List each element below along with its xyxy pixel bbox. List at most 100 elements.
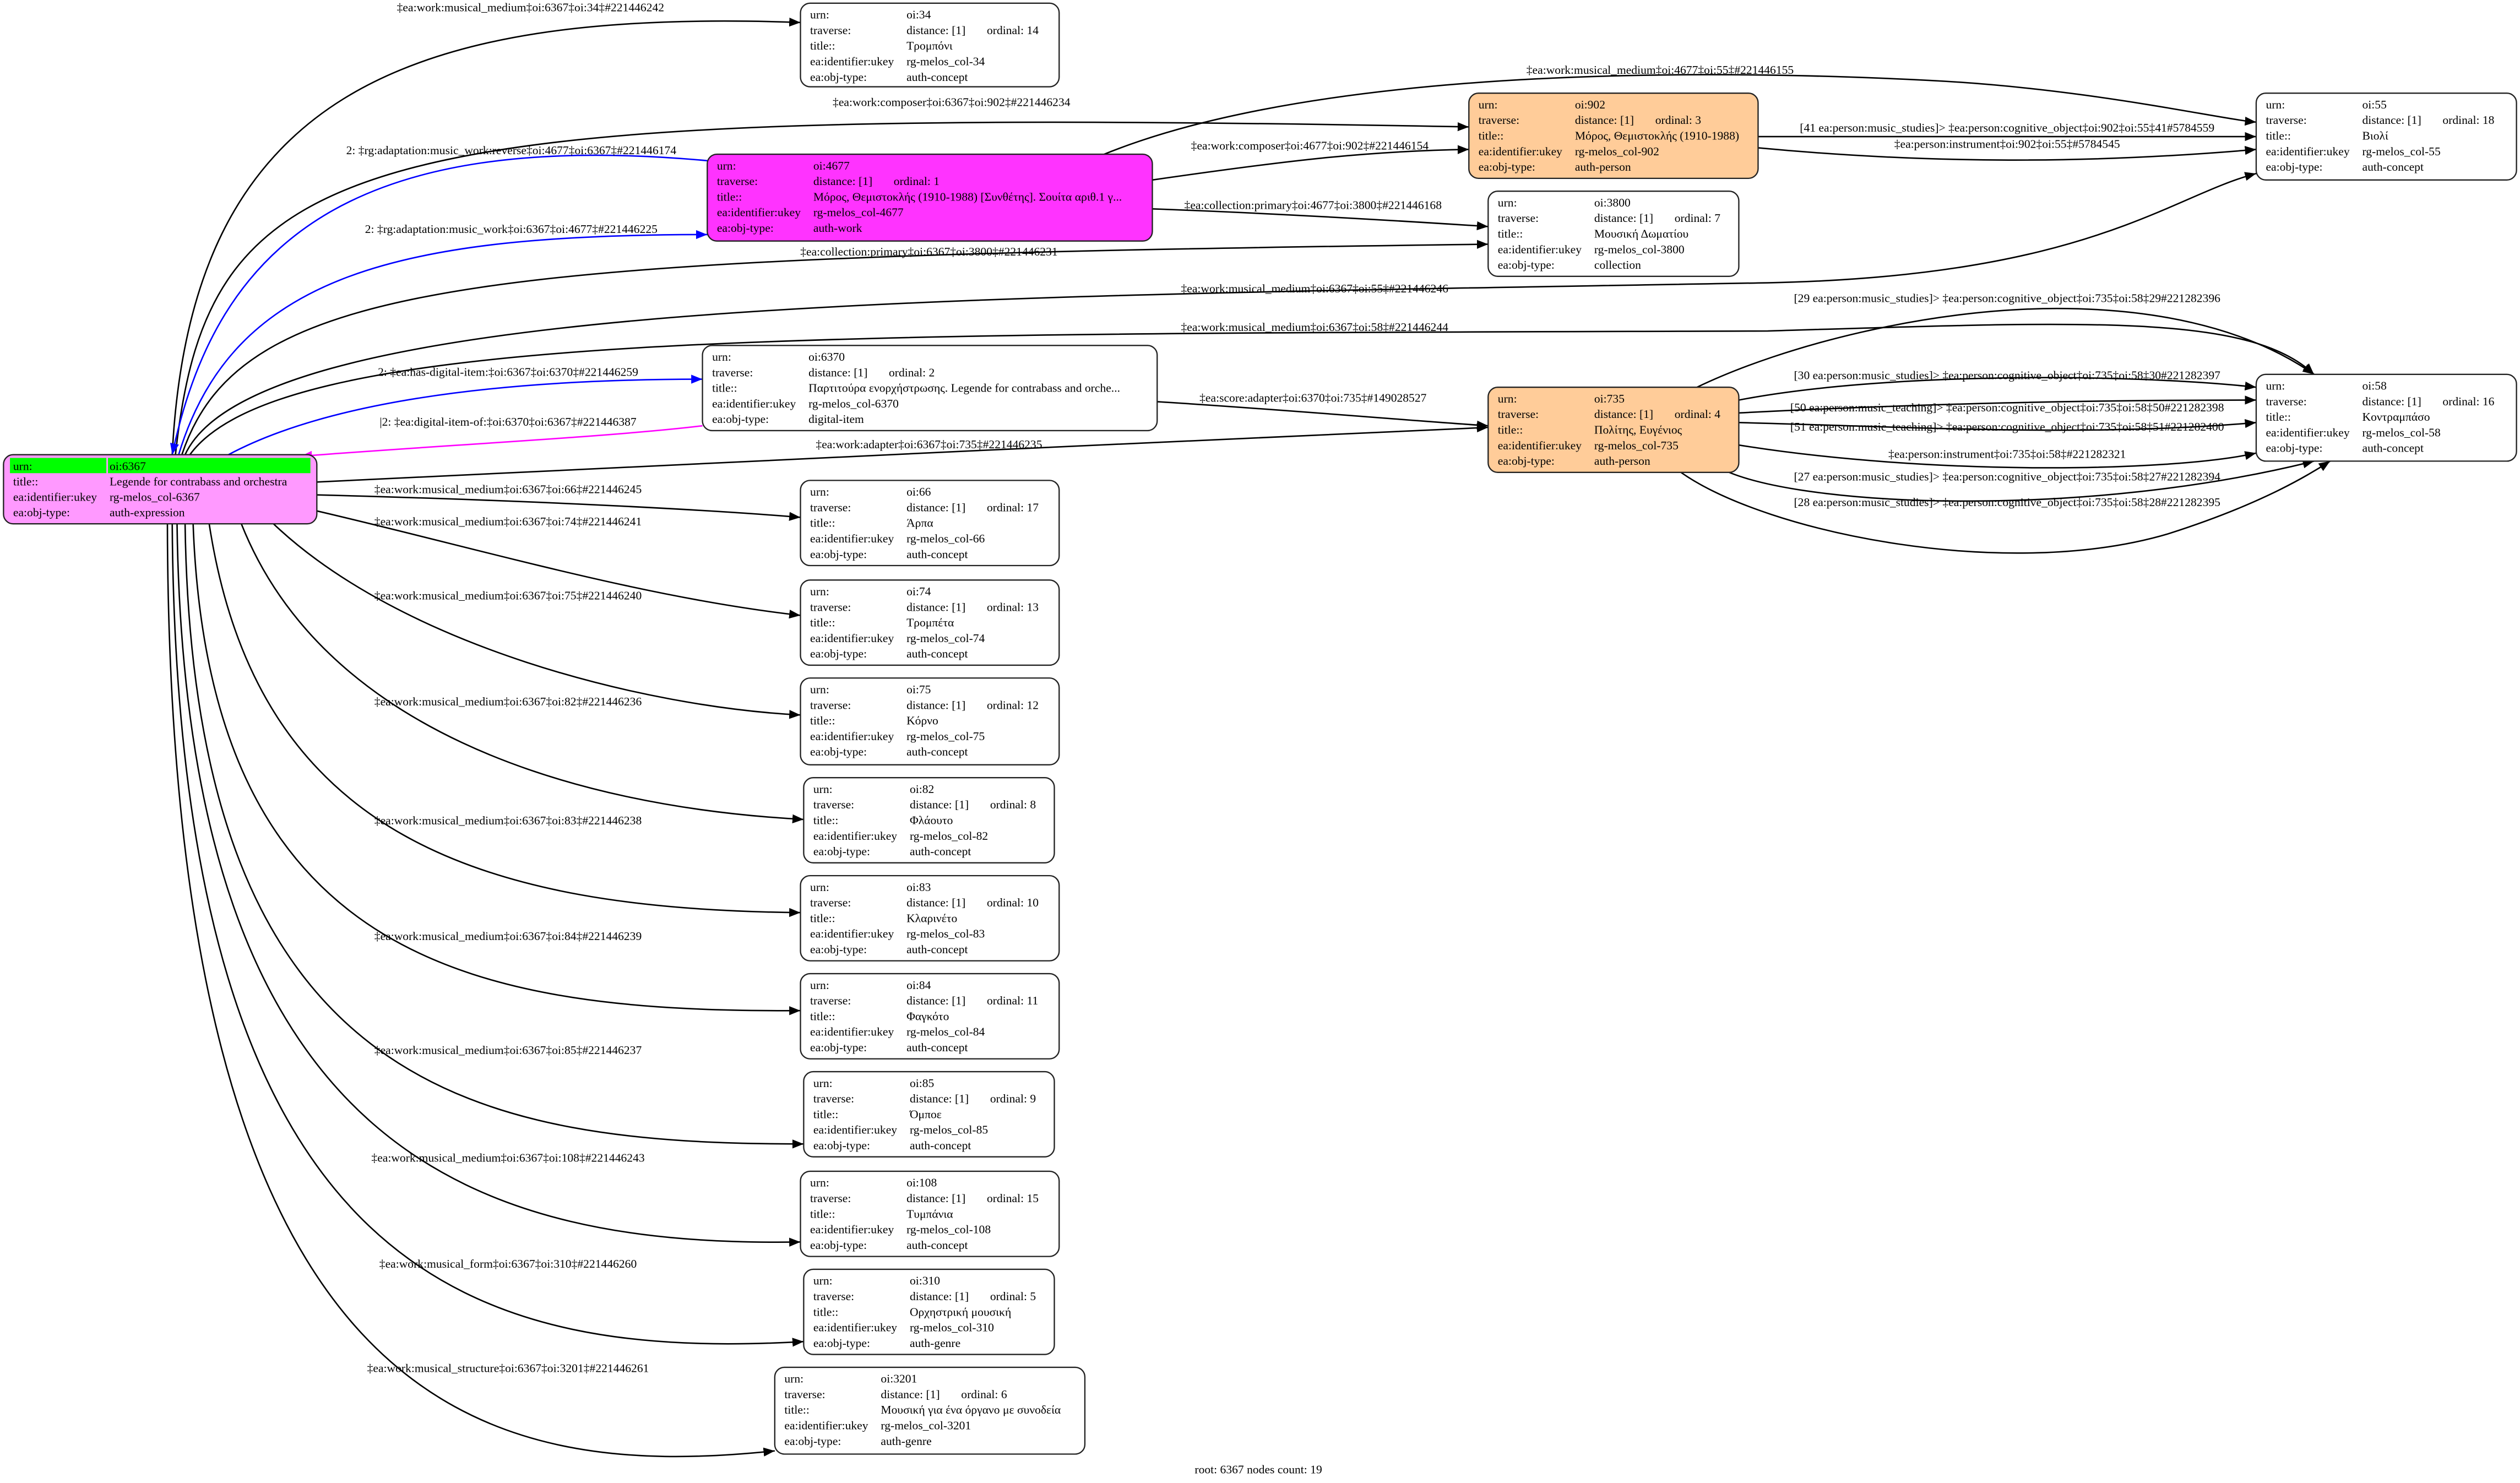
- field-label-obj-type: ea:obj-type:: [810, 547, 867, 561]
- field-label-ukey: ea:identifier:ukey: [13, 490, 97, 503]
- edge-6367-to-58[interactable]: [189, 323, 2315, 455]
- field-label-title: title::: [2266, 129, 2291, 143]
- edge-6367-to-34[interactable]: [171, 17, 801, 455]
- edge-6367-to-3800[interactable]: [181, 240, 1489, 455]
- edge-label: [30 ea:person:music_studies]> ‡ea:person…: [1794, 369, 2220, 382]
- field-value-urn: oi:4677: [813, 159, 850, 172]
- field-label-title: title::: [810, 616, 835, 629]
- field-label-traverse: traverse:: [1498, 408, 1539, 421]
- field-value-ukey: rg-melos_col-85: [910, 1123, 988, 1137]
- field-value-obj-type: collection: [1594, 258, 1641, 271]
- edge-label: ‡ea:work:adapter‡oi:6367‡oi:735‡#2214462…: [816, 438, 1042, 451]
- edge-6367-to-85[interactable]: [184, 524, 804, 1149]
- edge-6367-to-55[interactable]: [184, 172, 2257, 455]
- traverse-distance: distance: [1]: [1594, 408, 1653, 421]
- edge-label: ‡ea:work:musical_medium‡oi:4677‡oi:55‡#2…: [1527, 63, 1794, 77]
- field-value-obj-type: auth-person: [1594, 454, 1650, 468]
- edge-6367-to-83[interactable]: [208, 523, 801, 917]
- field-value-urn: oi:3800: [1594, 196, 1631, 209]
- edge-6367-to-74[interactable]: [317, 510, 801, 619]
- edge-735-to-58[interactable]: [1739, 395, 2256, 414]
- field-label-title: title::: [813, 813, 839, 827]
- field-label-title: title::: [1498, 423, 1523, 436]
- edge-735-to-58[interactable]: [1680, 460, 2331, 554]
- node-box: [800, 874, 1060, 961]
- node-box: [707, 153, 1153, 242]
- edge-label: ‡ea:person:instrument‡oi:735‡oi:58‡#2212…: [1888, 448, 2126, 461]
- field-value-ukey: rg-melos_col-6367: [110, 490, 200, 503]
- traverse-distance: distance: [1]: [910, 798, 969, 811]
- node-box: [803, 776, 1055, 863]
- traverse-ordinal: ordinal: 8: [990, 798, 1036, 811]
- field-value-urn: oi:6367: [110, 459, 146, 472]
- field-label-traverse: traverse:: [810, 1192, 851, 1205]
- field-label-traverse: traverse:: [712, 366, 753, 379]
- field-label-traverse: traverse:: [810, 698, 851, 711]
- edge-735-to-58[interactable]: [1739, 444, 2257, 469]
- field-label-ukey: ea:identifier:ukey: [810, 55, 894, 68]
- edge-6370-to-6367[interactable]: [301, 425, 703, 460]
- node-box: [1487, 191, 1740, 278]
- edge-4677-to-902[interactable]: [1152, 145, 1469, 181]
- edge-6367-to-108[interactable]: [176, 524, 801, 1247]
- urn-highlight: [10, 458, 107, 474]
- edge-735-to-58[interactable]: [1729, 459, 2315, 502]
- edge-6367-to-902[interactable]: [175, 121, 1469, 455]
- traverse-ordinal: ordinal: 17: [987, 501, 1039, 514]
- edge-6367-to-4677[interactable]: [178, 230, 708, 455]
- field-label-urn: urn:: [813, 783, 833, 796]
- field-label-ukey: ea:identifier:ukey: [712, 397, 796, 410]
- edge-6367-to-735[interactable]: [317, 423, 1489, 483]
- edge-6367-to-82[interactable]: [240, 523, 804, 824]
- edge-4677-to-55[interactable]: [1104, 74, 2257, 155]
- edge-6367-to-66[interactable]: [317, 494, 801, 521]
- traverse-ordinal: ordinal: 3: [1655, 113, 1701, 127]
- field-value-title: Μουσική Δωματίου: [1594, 227, 1688, 241]
- field-value-ukey: rg-melos_col-3201: [881, 1419, 971, 1432]
- field-label-ukey: ea:identifier:ukey: [810, 730, 894, 743]
- edge-735-to-58[interactable]: [1739, 419, 2257, 431]
- field-value-title: Μουσική για ένα όργανο με συνοδεία: [881, 1403, 1061, 1416]
- traverse-ordinal: ordinal: 12: [987, 698, 1039, 711]
- edge-735-to-58[interactable]: [1697, 307, 2315, 388]
- edge-6367-to-310[interactable]: [171, 524, 804, 1347]
- edge-6367-to-84[interactable]: [192, 524, 801, 1015]
- edge-6367-to-75[interactable]: [273, 523, 801, 719]
- traverse-ordinal: ordinal: 10: [987, 896, 1039, 909]
- edge-4677-to-6367[interactable]: [170, 154, 708, 455]
- edge-6370-to-735[interactable]: [1157, 401, 1489, 430]
- field-value-urn: oi:58: [2362, 379, 2387, 393]
- edge-4677-to-3800[interactable]: [1152, 208, 1489, 231]
- field-value-ukey: rg-melos_col-108: [906, 1223, 991, 1236]
- edge-902-to-55[interactable]: [1758, 145, 2257, 161]
- traverse-ordinal: ordinal: 7: [1675, 211, 1721, 225]
- edge-6367-to-6370[interactable]: [228, 374, 703, 455]
- traverse-ordinal: ordinal: 9: [990, 1092, 1036, 1105]
- edge-6367-to-3201[interactable]: [166, 524, 775, 1458]
- field-label-urn: urn:: [810, 979, 829, 992]
- field-label-obj-type: ea:obj-type:: [2266, 160, 2322, 173]
- field-value-ukey: rg-melos_col-55: [2362, 145, 2441, 158]
- edge-735-to-58[interactable]: [1739, 377, 2257, 401]
- edge-label: ‡ea:work:musical_form‡oi:6367‡oi:310‡#22…: [379, 1257, 637, 1270]
- field-label-title: title::: [13, 475, 39, 488]
